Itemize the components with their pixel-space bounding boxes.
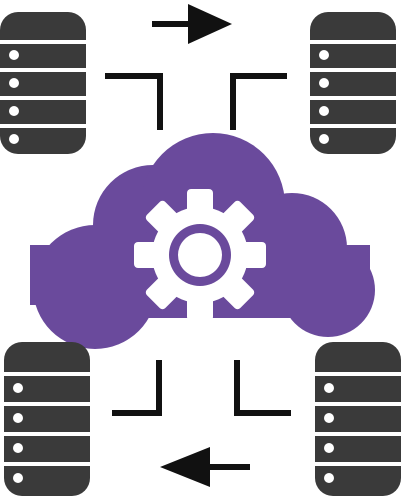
database-icon — [0, 12, 86, 154]
gear-icon — [134, 189, 266, 321]
corner-connector-icon — [112, 360, 162, 416]
database-icon — [315, 342, 401, 496]
arrow-right-icon — [152, 4, 232, 44]
database-icon — [310, 12, 396, 154]
corner-connector-icon — [105, 73, 163, 130]
database-icon — [4, 342, 90, 496]
corner-connector-icon — [234, 360, 291, 416]
corner-connector-icon — [230, 73, 287, 130]
arrow-left-icon — [160, 447, 250, 487]
